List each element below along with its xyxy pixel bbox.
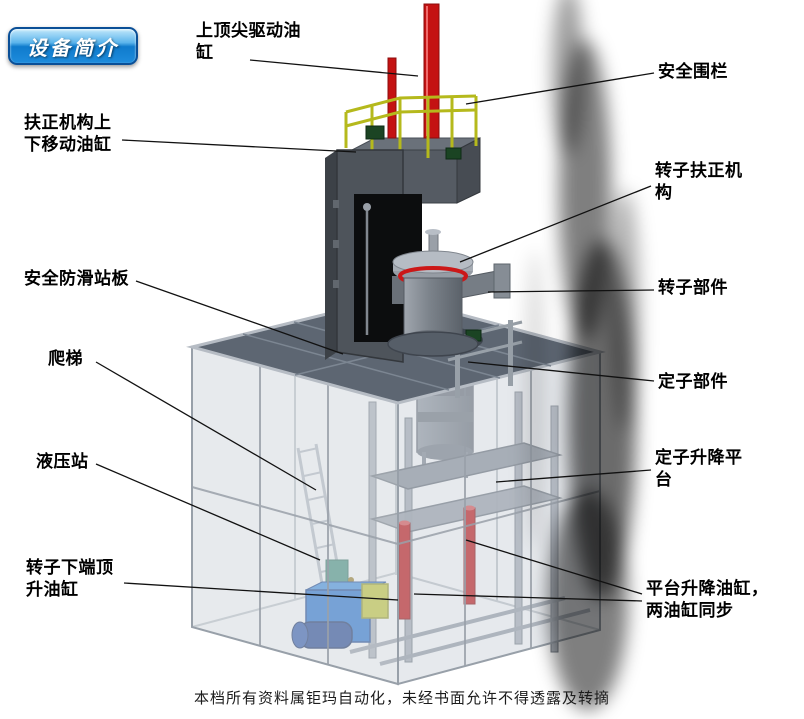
leader-platform-lift-1 [465,539,643,595]
top-cylinder-graphic [387,3,440,139]
leader-stator-part [467,361,655,382]
title-badge: 设备简介 [8,27,138,65]
callout-stator-part: 定子部件 [658,372,728,392]
leader-rotor-part [487,289,655,293]
rotor-part-graphic [387,229,511,357]
callout-rotor-part: 转子部件 [658,278,728,298]
leader-hydraulic-station [95,463,321,561]
leader-antislip-plate [135,280,344,355]
leader-rotor-bottom-cyl [123,582,399,601]
safety-fence-graphic [344,94,478,158]
footer-note: 本档所有资料属钜玛自动化，未经书面允许不得透露及转摘 [193,689,610,707]
fence-boxes-graphic [365,125,462,160]
leader-safety-fence [465,72,655,105]
leader-rotor-centering [459,185,652,263]
callout-rotor-centering: 转子扶正机构 [655,161,743,204]
leader-ladder [95,361,317,491]
callout-rotor-bottom-cylinder: 转子下端顶升油缸 [26,558,114,601]
callout-centering-cylinder: 扶正机构上下移动油缸 [24,113,112,156]
callout-safety-fence: 安全围栏 [658,62,728,82]
callout-platform-lift-cylinder: 平台升降油缸，两油缸同步 [646,579,769,622]
leader-centering-cylinder [121,139,357,153]
leader-platform-lift-2 [413,593,643,602]
column-graphic [325,149,422,363]
callout-hydraulic-station: 液压站 [36,452,89,472]
leader-lines [95,59,655,602]
callout-ladder: 爬梯 [48,349,83,369]
title-badge-label: 设备简介 [27,35,119,60]
callout-antislip-plate: 安全防滑站板 [24,269,129,289]
callout-stator-lift-platform: 定子升降平台 [655,448,743,491]
leader-stator-lift [495,469,652,483]
callout-top-cylinder: 上顶尖驱动油缸 [196,21,301,64]
leader-top-cylinder [249,59,419,77]
smoke-artifact [525,0,640,710]
